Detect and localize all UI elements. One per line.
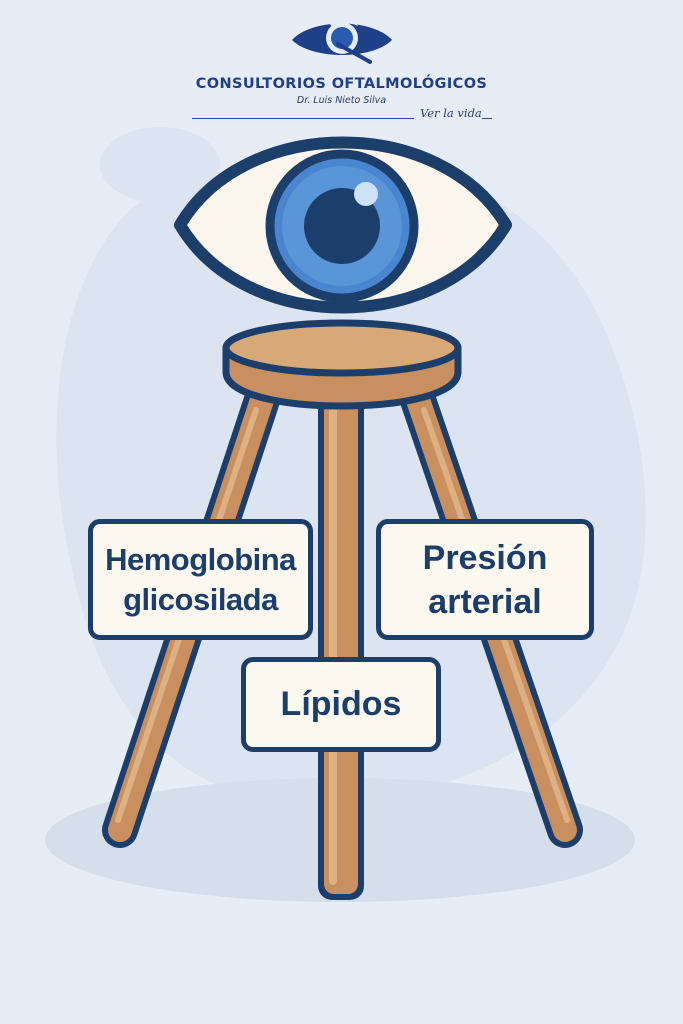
- brand-divider: [192, 118, 414, 119]
- doctor-name: Dr. Luis Nieto Silva: [296, 95, 387, 106]
- label-hemoglobina-glicosilada: Hemoglobina glicosilada: [88, 519, 313, 640]
- label-presion-line1: Presión: [422, 538, 548, 577]
- eye-icon: [174, 136, 512, 314]
- brand-tagline: Ver la vida: [420, 106, 482, 120]
- brand-title: CONSULTORIOS OFTALMOLÓGICOS: [195, 76, 488, 92]
- tagline-underline: [482, 118, 492, 119]
- label-hba1c-line2: glicosilada: [123, 581, 278, 617]
- eye-highlight: [354, 182, 378, 206]
- label-lipidos: Lípidos: [241, 657, 441, 752]
- label-presion-line2: arterial: [428, 582, 542, 621]
- pupil: [304, 188, 380, 264]
- label-hba1c-line1: Hemoglobina: [105, 541, 296, 577]
- label-lipidos-text: Lípidos: [280, 685, 402, 723]
- stool-seat-top: [222, 319, 462, 377]
- background-blob-small: [100, 127, 220, 203]
- stylized-eye-logo-icon: [292, 18, 392, 64]
- label-presion-arterial: Presión arterial: [376, 519, 594, 640]
